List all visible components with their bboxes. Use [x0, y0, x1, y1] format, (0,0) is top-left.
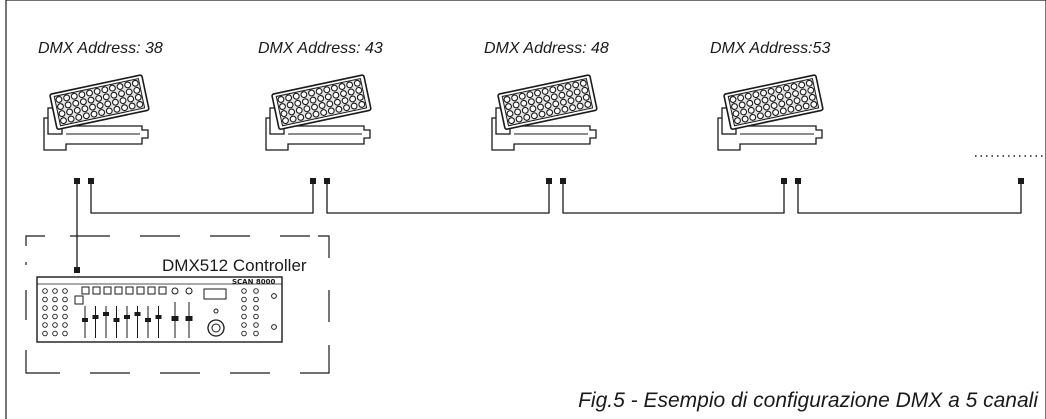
- fixtures-group: [43, 74, 824, 151]
- controller-dashed-box: [25, 235, 330, 374]
- fixture-2: [265, 74, 372, 151]
- cable-4: [562, 181, 785, 214]
- cable-connector: [324, 178, 330, 184]
- cable-connector: [74, 267, 80, 273]
- fixture-head: [271, 74, 372, 130]
- cable-connector: [560, 178, 566, 184]
- cable-connector: [310, 178, 316, 184]
- figure-caption: Fig.5 - Esempio di configurazione DMX a …: [578, 389, 1038, 412]
- cable-connector: [74, 178, 80, 184]
- fixture-address-label-1: DMX Address: 38: [38, 40, 163, 57]
- fixture-head: [723, 74, 824, 130]
- outer-border: [5, 0, 1046, 419]
- fixture-4: [717, 74, 824, 151]
- cable-connector: [88, 178, 94, 184]
- cable-connector: [1018, 178, 1024, 184]
- fixture-address-label-2: DMX Address: 43: [258, 40, 383, 57]
- fixture-address-label-3: DMX Address: 48: [484, 40, 609, 57]
- cable-connector: [546, 178, 552, 184]
- fixture-address-label-4: DMX Address:53: [710, 40, 831, 57]
- controller-label: DMX512 Controller: [162, 256, 307, 275]
- cable-connector: [795, 178, 801, 184]
- cable-connector: [781, 178, 787, 184]
- cable-2: [90, 181, 314, 214]
- fixture-1: [43, 74, 150, 151]
- cable-3: [326, 181, 550, 214]
- fixture-head: [49, 74, 150, 130]
- fixture-head: [497, 74, 598, 130]
- svg-text:SCAN 8000: SCAN 8000: [232, 278, 276, 286]
- controller-device: SCAN 8000: [36, 276, 283, 343]
- cables-group: [74, 178, 1024, 273]
- fixture-3: [491, 74, 598, 151]
- cable-5: [797, 181, 1022, 214]
